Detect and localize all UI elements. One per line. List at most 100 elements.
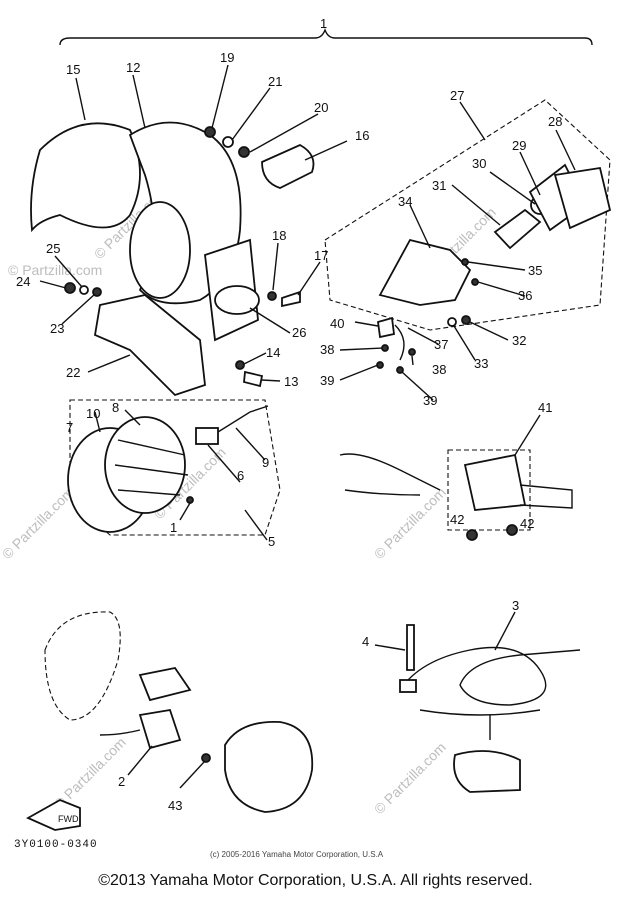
callout-24: 24	[16, 274, 30, 289]
socket-6	[195, 427, 219, 445]
callout-36: 36	[518, 288, 532, 303]
callout-11: 1	[170, 520, 177, 535]
callout-43: 43	[168, 798, 182, 813]
collar-14	[235, 360, 245, 370]
callout-27: 27	[450, 88, 464, 103]
callout-2: 2	[118, 774, 125, 789]
small-copyright: (c) 2005-2016 Yamaha Motor Corporation, …	[210, 850, 384, 859]
bracket-3	[419, 709, 541, 716]
fwd-arrow-icon	[25, 799, 81, 831]
callout-12: 12	[126, 60, 140, 75]
screw-43	[201, 753, 211, 763]
callout-6: 6	[237, 468, 244, 483]
nut-32	[461, 315, 471, 325]
headlight-lens-lower	[224, 720, 314, 813]
leader-lines	[39, 64, 576, 789]
headlight-outline	[44, 611, 121, 721]
stay-bracket-22	[93, 294, 206, 397]
wire-harness-3	[399, 646, 581, 706]
callout-31: 31	[432, 178, 446, 193]
washer-36	[471, 278, 479, 286]
callout-21: 21	[268, 74, 282, 89]
socket-31	[493, 208, 542, 250]
callout-33: 33	[474, 356, 488, 371]
cord-9	[217, 405, 269, 433]
callout-23: 23	[50, 321, 64, 336]
callout-5: 5	[268, 534, 275, 549]
callout-38a: 38	[320, 342, 334, 357]
headlight-unit-boundary	[69, 399, 281, 536]
washer-21	[222, 136, 234, 148]
callout-26: 26	[292, 325, 306, 340]
wire-37	[394, 324, 405, 361]
bolt-24	[64, 282, 76, 294]
callout-numbers: 1 15 12 19 21 20 16 18 17 25 24 23 22 26…	[16, 16, 562, 813]
callout-39b: 39	[423, 393, 437, 408]
diagram-code: 3Y0100-0340	[14, 839, 98, 851]
handlebar-switch-41	[463, 453, 527, 511]
nut-20	[238, 146, 250, 158]
fwd-label: FWD	[58, 814, 79, 824]
callout-19: 19	[220, 50, 234, 65]
headlight-lens-15	[30, 122, 141, 233]
handlebar-left	[339, 453, 441, 496]
footer-copyright: ©2013 Yamaha Motor Corporation, U.S.A. A…	[98, 872, 533, 889]
callout-4: 4	[362, 634, 369, 649]
callout-7: 7	[66, 420, 73, 435]
lens-28	[553, 166, 612, 230]
callout-8: 8	[112, 400, 119, 415]
handlebar-right	[519, 484, 573, 509]
watermark: © Partzilla.com	[0, 484, 77, 562]
callout-32: 32	[512, 333, 526, 348]
washer-25	[79, 285, 89, 295]
callout-9: 9	[262, 455, 269, 470]
band-4	[406, 624, 415, 671]
callout-16: 16	[355, 128, 369, 143]
taillight-bracket-34	[378, 238, 472, 306]
callout-42b: 42	[520, 516, 534, 531]
callout-30: 30	[472, 156, 486, 171]
watermark: © Partzilla.com	[371, 484, 449, 562]
callout-35: 35	[528, 263, 542, 278]
callout-41: 41	[538, 400, 552, 415]
callout-14: 14	[266, 345, 280, 360]
assembly-bracket	[59, 28, 593, 46]
callout-15: 15	[66, 62, 80, 77]
terminal-38b	[408, 348, 416, 356]
callout-3: 3	[512, 598, 519, 613]
callout-10: 10	[86, 406, 100, 421]
callout-34: 34	[398, 194, 412, 209]
bolt-13	[243, 370, 264, 388]
watermark: © Partzilla.com	[371, 739, 449, 817]
bolt-19	[204, 126, 216, 138]
callout-18: 18	[272, 228, 286, 243]
callout-40: 40	[330, 316, 344, 331]
callout-20: 20	[314, 100, 328, 115]
callout-13: 13	[284, 374, 298, 389]
bolt-40	[377, 316, 395, 339]
callout-42a: 42	[450, 512, 464, 527]
headlight-opening	[129, 201, 191, 299]
motorcycle-silhouette	[453, 750, 521, 793]
callout-38b: 38	[432, 362, 446, 377]
callout-28: 28	[548, 114, 562, 129]
harness-coupler	[399, 679, 417, 693]
callout-25: 25	[46, 241, 60, 256]
socket-26	[214, 285, 260, 315]
switch-boundary	[447, 449, 531, 531]
callout-22: 22	[66, 365, 80, 380]
washer-33	[447, 317, 457, 327]
callout-39a: 39	[320, 373, 334, 388]
screw-11	[186, 496, 194, 504]
bolt-17	[281, 290, 301, 308]
callout-29: 29	[512, 138, 526, 153]
watermark: © Partzilla.com	[8, 262, 102, 278]
relay-2	[138, 708, 182, 750]
cover-16	[261, 143, 315, 189]
screw-42a	[466, 529, 478, 541]
relay-wire	[99, 729, 141, 736]
callout-37: 37	[434, 337, 448, 352]
beam-pattern	[114, 439, 189, 496]
screw-42b	[506, 524, 518, 536]
